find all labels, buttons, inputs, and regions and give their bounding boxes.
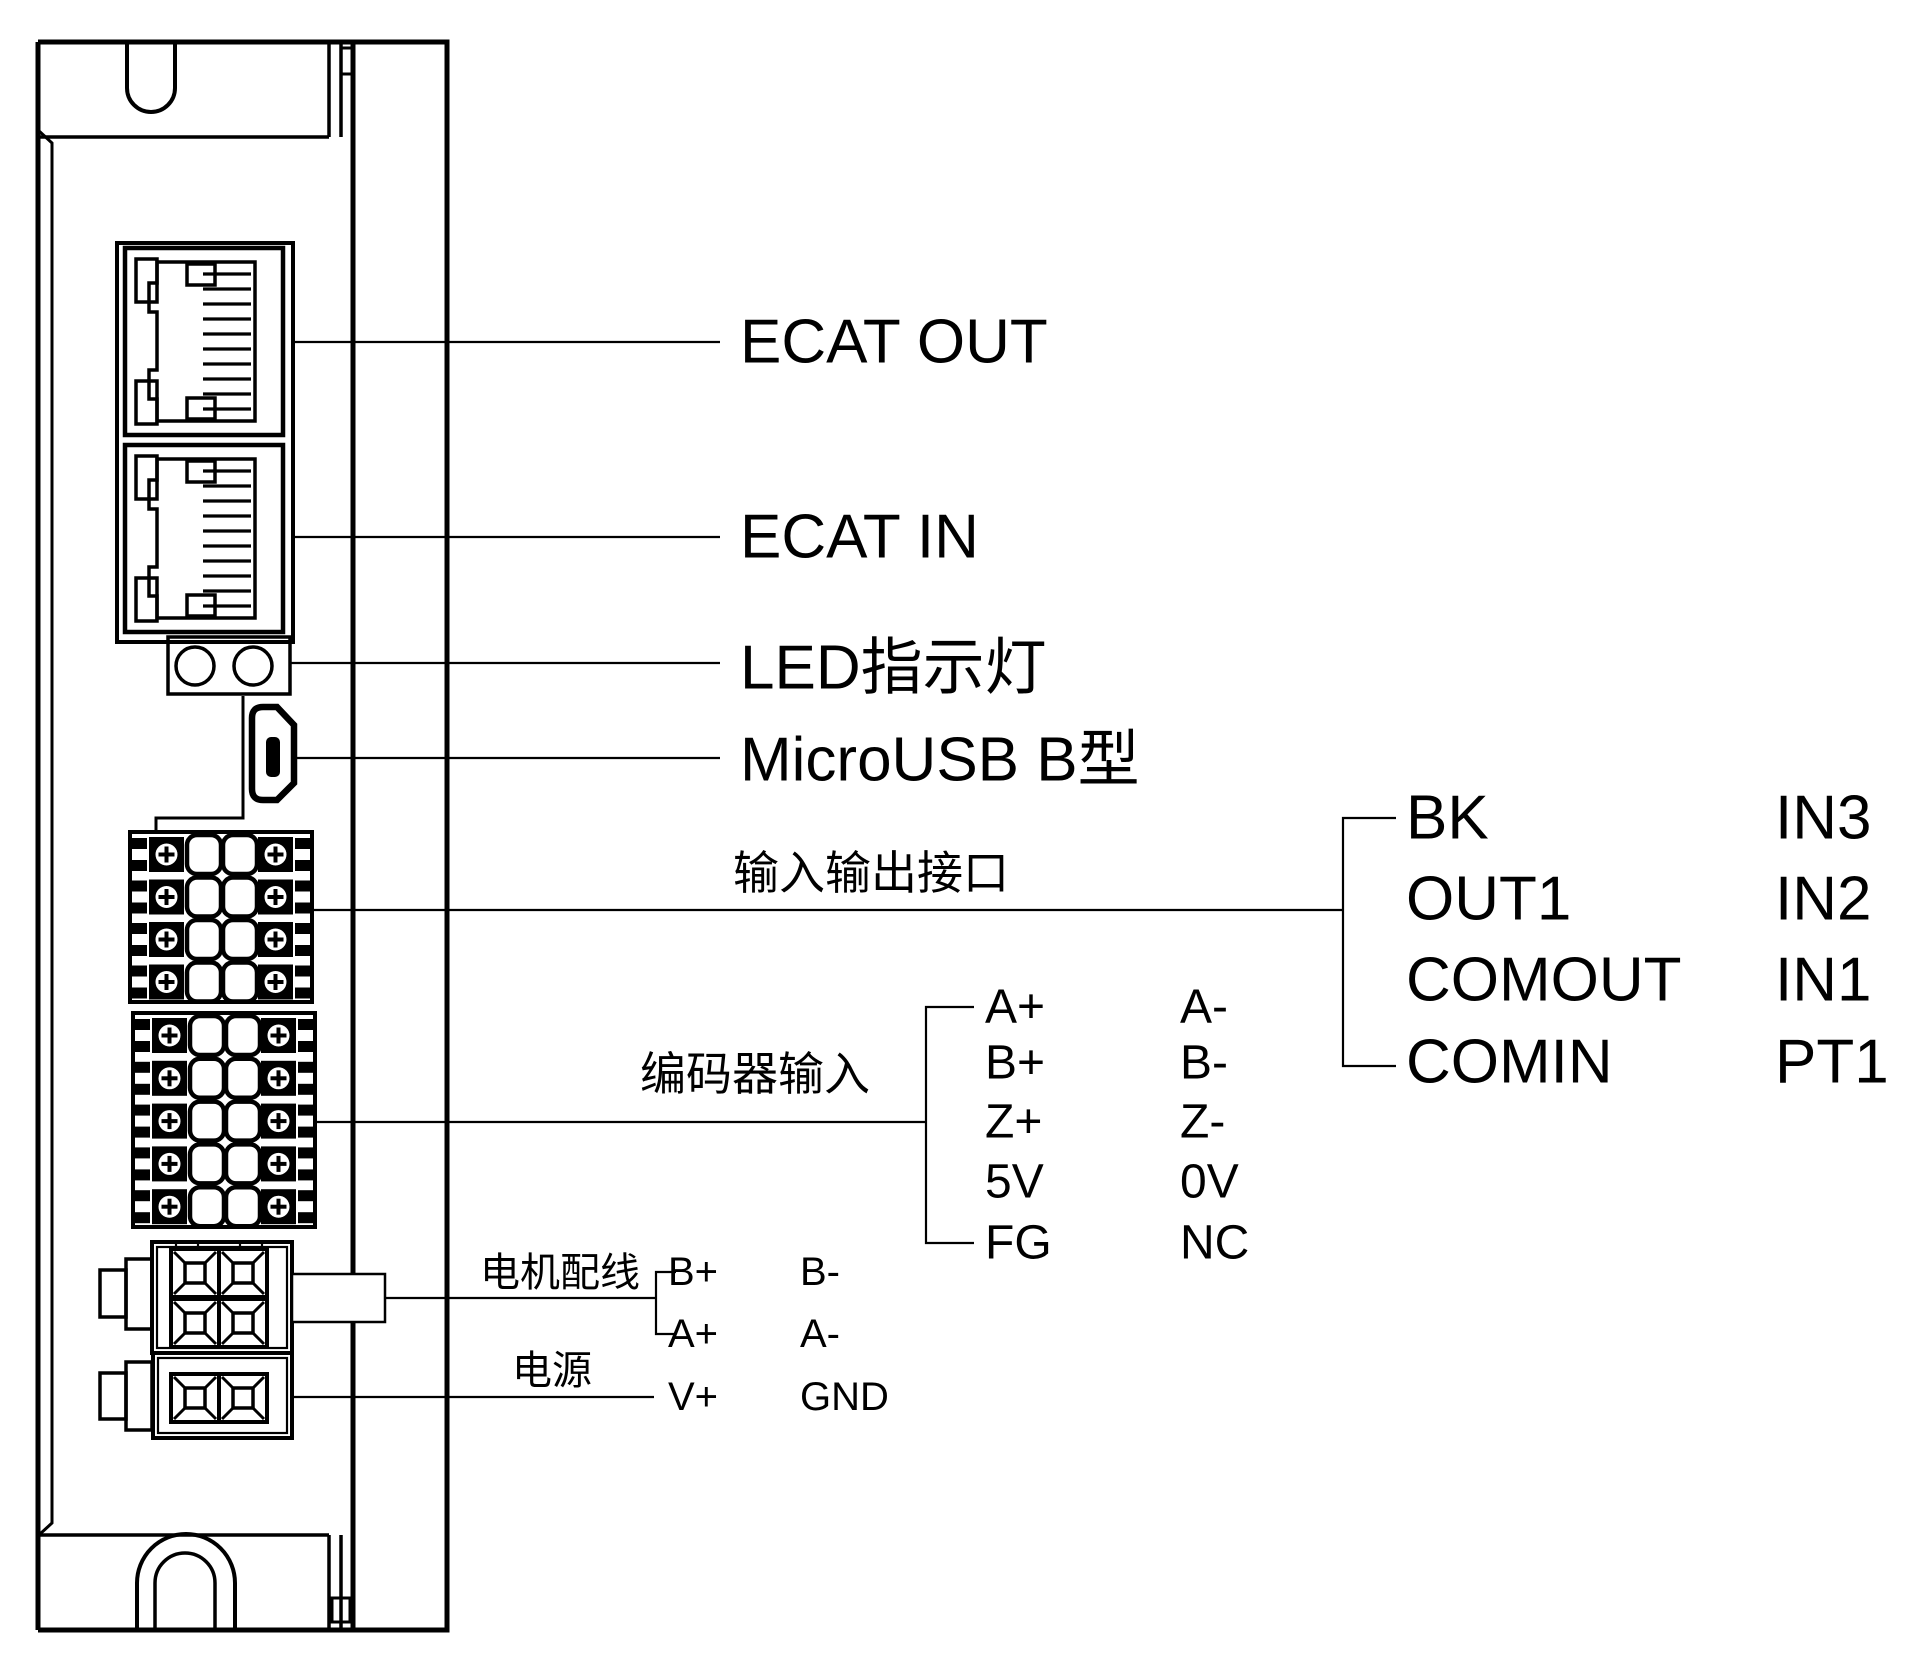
- led-panel: [166, 635, 292, 696]
- io-pin-left-3: COMIN: [1406, 1028, 1613, 1097]
- device-outline: [35, 39, 450, 1633]
- ethernet-port-housing: [115, 241, 295, 644]
- power-terminal-block: [98, 1351, 294, 1440]
- power-pin-left-0: V+: [668, 1375, 718, 1419]
- io-pin-right-0: IN3: [1775, 784, 1871, 853]
- io-pin-left-2: COMOUT: [1406, 946, 1682, 1015]
- encoder-terminal-block: [133, 1011, 315, 1229]
- led-indicator-1: [174, 645, 216, 687]
- io-pin-labels: BK OUT1 COMOUT COMIN IN3 IN2 IN1 PT1: [1406, 784, 1889, 1097]
- motor-plug-side-1: [98, 1268, 128, 1319]
- encoder-pin-labels: A+ B+ Z+ 5V FG A- B- Z- 0V NC: [985, 981, 1249, 1270]
- power-plug-side-2: [124, 1360, 154, 1432]
- top-mounting-slot: [125, 42, 177, 114]
- encoder-pin-bracket: [924, 1005, 974, 1245]
- io-pin-right-1: IN2: [1775, 865, 1871, 934]
- device-front-inner-edge: [36, 128, 54, 1536]
- motor-pin-bracket: [654, 1270, 676, 1336]
- label-led: LED指示灯: [740, 634, 1047, 703]
- io-terminal-block: [130, 830, 312, 1004]
- enc-pin-left-2: Z+: [985, 1096, 1042, 1149]
- enc-pin-left-3: 5V: [985, 1156, 1044, 1209]
- motor-pin-left-1: A+: [668, 1312, 718, 1356]
- io-pin-bracket: [1341, 816, 1396, 1068]
- enc-pin-left-1: B+: [985, 1037, 1045, 1090]
- device-side-flange: [350, 39, 450, 1633]
- usb-recess-edge: [154, 696, 245, 832]
- label-ecat-in: ECAT IN: [740, 503, 979, 572]
- microusb-tongue: [266, 737, 280, 777]
- io-pin-right-2: IN1: [1775, 946, 1871, 1015]
- motor-plug-side-2: [124, 1257, 154, 1331]
- io-pin-left-1: OUT1: [1406, 865, 1571, 934]
- enc-pin-right-0: A-: [1180, 981, 1228, 1034]
- motor-pin-labels: B+ A+ B- A-: [668, 1250, 840, 1356]
- motor-pin-right-1: A-: [800, 1312, 840, 1356]
- motor-terminal-block: [98, 1240, 387, 1355]
- io-pin-right-3: PT1: [1775, 1028, 1889, 1097]
- power-plug-side-1: [98, 1371, 128, 1421]
- label-encoder-input: 编码器输入: [640, 1048, 870, 1100]
- enc-pin-right-1: B-: [1180, 1037, 1228, 1090]
- bottom-mounting-slot-outer: [135, 1532, 237, 1630]
- label-io-interface: 输入输出接口: [733, 847, 1009, 899]
- motor-pin-right-0: B-: [800, 1250, 840, 1294]
- power-pin-right-0: GND: [800, 1375, 889, 1419]
- io-pin-left-0: BK: [1406, 784, 1489, 853]
- enc-pin-right-2: Z-: [1180, 1096, 1225, 1149]
- ecat-in-port: [125, 445, 283, 632]
- label-microusb: MicroUSB B型: [740, 726, 1140, 795]
- enc-pin-right-4: NC: [1180, 1217, 1249, 1270]
- ecat-out-port: [125, 248, 283, 435]
- microusb-port: [154, 696, 298, 832]
- top-clip-detail: [339, 46, 354, 76]
- bottom-clip-detail: [330, 1596, 352, 1624]
- enc-pin-right-3: 0V: [1180, 1156, 1239, 1209]
- enc-pin-left-4: FG: [985, 1217, 1052, 1270]
- motor-mating-outline: [290, 1272, 387, 1324]
- motor-pin-left-0: B+: [668, 1250, 718, 1294]
- enc-pin-left-0: A+: [985, 981, 1045, 1034]
- label-power: 电源: [512, 1349, 592, 1393]
- led-indicator-2: [232, 645, 274, 687]
- power-pin-labels: V+ GND: [668, 1375, 889, 1419]
- label-motor-wiring: 电机配线: [480, 1251, 640, 1295]
- bottom-mounting-slot-inner: [153, 1551, 217, 1630]
- label-ecat-out: ECAT OUT: [740, 308, 1048, 377]
